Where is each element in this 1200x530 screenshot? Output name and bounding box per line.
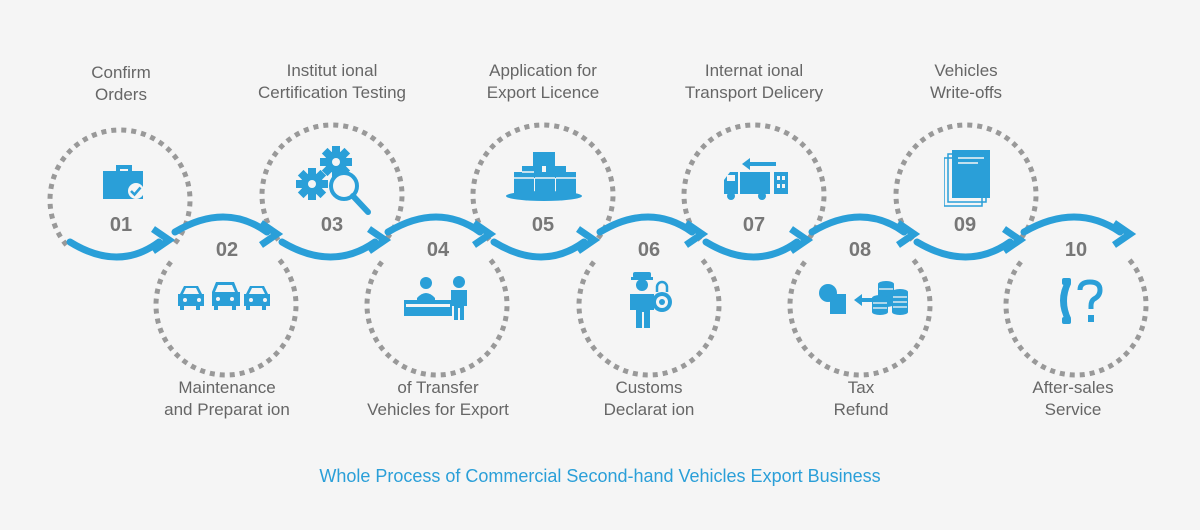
step-number-04: 04 bbox=[426, 239, 450, 261]
step-label-05: Application for Export Licence bbox=[443, 60, 643, 104]
flow-arrow-5 bbox=[490, 238, 588, 261]
step-label-07-line-2: Transport Delicery bbox=[684, 83, 824, 102]
step-number-02: 02 bbox=[215, 239, 239, 261]
step-label-06: Customs Declarat ion bbox=[549, 377, 749, 421]
three-cars-icon bbox=[178, 282, 270, 310]
flow-arrow-4 bbox=[384, 213, 484, 236]
truck-arrow-icon bbox=[724, 158, 788, 200]
flow-arrow-10 bbox=[1020, 213, 1124, 236]
flow-arrow-3 bbox=[278, 238, 379, 261]
step-label-05-line-2: Export Licence bbox=[486, 83, 600, 102]
step-label-03-line-1: Institut ional bbox=[286, 61, 378, 80]
step-label-03: Institut ional Certification Testing bbox=[232, 60, 432, 104]
coins-refund-icon bbox=[819, 281, 908, 315]
step-label-04-line-1: of Transfer bbox=[397, 378, 479, 397]
flow-arrow-1 bbox=[66, 238, 163, 261]
step-number-03: 03 bbox=[320, 214, 344, 236]
step-label-01-line-1: Confirm bbox=[91, 63, 151, 82]
flow-arrowhead-1 bbox=[151, 226, 176, 254]
flow-arrowhead-10 bbox=[1112, 220, 1137, 248]
flow-arrowhead-5 bbox=[576, 226, 601, 254]
step-label-06-line-2: Declarat ion bbox=[603, 400, 695, 419]
flow-arrowhead-4 bbox=[472, 220, 497, 248]
flow-arrowhead-2 bbox=[259, 220, 284, 248]
flow-arrow-6 bbox=[596, 213, 696, 236]
flow-arrowhead-3 bbox=[367, 226, 392, 254]
step-label-08-line-2: Refund bbox=[833, 400, 889, 419]
flow-arrow-7 bbox=[702, 238, 801, 261]
briefcase-check-icon bbox=[103, 165, 144, 199]
step-label-06-line-1: Customs bbox=[615, 378, 683, 397]
flow-arrowhead-6 bbox=[684, 220, 709, 248]
flow-arrowhead-9 bbox=[1002, 226, 1027, 254]
step-label-02-line-2: and Preparat ion bbox=[164, 400, 290, 419]
step-label-05-line-1: Application for bbox=[489, 61, 597, 80]
step-label-02-line-1: Maintenance bbox=[178, 378, 276, 397]
step-number-08: 08 bbox=[848, 239, 872, 261]
flow-arrow-9 bbox=[913, 238, 1014, 261]
step-label-03-line-2: Certification Testing bbox=[257, 83, 407, 102]
step-label-09: Vehicles Write-offs bbox=[866, 60, 1066, 104]
step-label-02: Maintenance and Preparat ion bbox=[127, 377, 327, 421]
diagram-caption: Whole Process of Commercial Second-hand … bbox=[319, 466, 881, 486]
step-label-10: After-sales Service bbox=[973, 377, 1173, 421]
flow-arrow-2 bbox=[171, 213, 271, 236]
step-label-07-line-1: Internat ional bbox=[704, 61, 804, 80]
step-label-01-line-2: Orders bbox=[95, 85, 147, 104]
step-label-09-line-1: Vehicles bbox=[934, 61, 998, 80]
step-circle-2 bbox=[153, 258, 299, 378]
step-number-09: 09 bbox=[953, 214, 977, 236]
customs-officer-icon bbox=[630, 272, 672, 328]
gears-magnifier-icon bbox=[296, 146, 371, 215]
step-label-01: Confirm Orders bbox=[21, 62, 221, 106]
step-label-09-line-2: Write-offs bbox=[929, 83, 1003, 102]
flow-arrowhead-7 bbox=[789, 226, 814, 254]
step-label-04-line-2: Vehicles for Export bbox=[367, 400, 509, 419]
step-label-10-line-1: After-sales bbox=[1032, 378, 1114, 397]
document-stack-icon bbox=[506, 152, 582, 201]
flow-arrow-8 bbox=[808, 213, 908, 236]
step-label-07: Internat ional Transport Delicery bbox=[654, 60, 854, 104]
step-number-10: 10 bbox=[1064, 239, 1088, 261]
books-icon bbox=[944, 150, 990, 207]
step-label-08: Tax Refund bbox=[761, 377, 961, 421]
step-number-07: 07 bbox=[742, 214, 766, 236]
step-number-06: 06 bbox=[637, 239, 661, 261]
flow-arrowhead-8 bbox=[896, 220, 921, 248]
phone-question-icon bbox=[1060, 278, 1103, 324]
step-label-10-line-2: Service bbox=[1044, 400, 1102, 419]
step-number-05: 05 bbox=[531, 214, 555, 236]
step-label-04: of Transfer Vehicles for Export bbox=[338, 377, 538, 421]
step-number-01: 01 bbox=[109, 214, 133, 236]
step-label-08-line-1: Tax bbox=[847, 378, 875, 397]
service-desk-icon bbox=[404, 276, 467, 320]
